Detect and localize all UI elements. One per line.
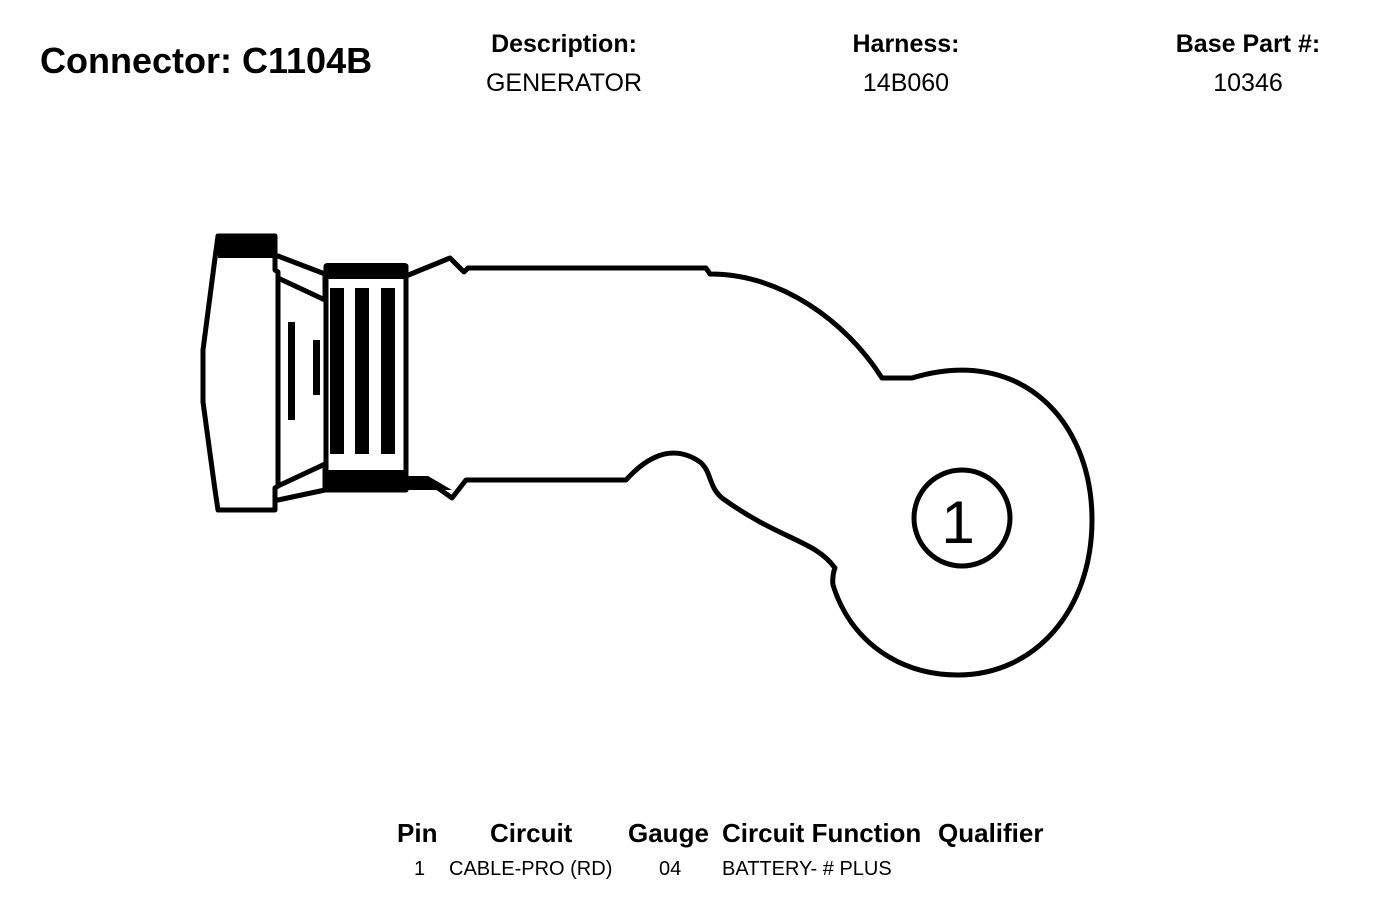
connector-boot bbox=[200, 233, 281, 513]
collar-top-band bbox=[326, 263, 406, 279]
grip-bar-3 bbox=[381, 288, 395, 454]
pin-1-circle bbox=[911, 467, 1013, 569]
row-1-pin: 1 bbox=[414, 858, 426, 880]
header-pin: Pin bbox=[397, 818, 438, 848]
header-gauge: Gauge bbox=[628, 818, 709, 848]
grip-bar-1 bbox=[330, 288, 344, 454]
collar-bottom-band bbox=[326, 470, 406, 492]
harness-label: Harness: bbox=[852, 30, 960, 58]
header-qualifier: Qualifier bbox=[938, 818, 1044, 848]
boot-slot-1 bbox=[288, 322, 295, 420]
harness-value: 14B060 bbox=[862, 69, 950, 97]
upper-clip bbox=[275, 253, 328, 303]
description-value: GENERATOR bbox=[485, 69, 643, 97]
base-part-value: 10346 bbox=[1213, 69, 1283, 97]
connector-title: Connector: C1104B bbox=[40, 40, 373, 81]
description-label: Description: bbox=[491, 30, 637, 58]
ramp-tab bbox=[406, 476, 452, 490]
header-circuit-function: Circuit Function bbox=[722, 818, 922, 848]
lower-clip bbox=[275, 461, 328, 503]
boot-slot-2 bbox=[313, 340, 320, 395]
pin-1-label: 1 bbox=[941, 489, 974, 556]
row-1-gauge: 04 bbox=[659, 858, 682, 880]
row-1-function: BATTERY- # PLUS bbox=[722, 858, 892, 880]
row-1-circuit: CABLE-PRO (RD) bbox=[449, 858, 613, 880]
base-part-label: Base Part #: bbox=[1175, 30, 1321, 58]
ring-terminal-outline bbox=[403, 255, 1095, 678]
boot-top-band bbox=[218, 234, 276, 258]
grip-bar-2 bbox=[355, 288, 369, 454]
header-circuit: Circuit bbox=[490, 818, 573, 848]
